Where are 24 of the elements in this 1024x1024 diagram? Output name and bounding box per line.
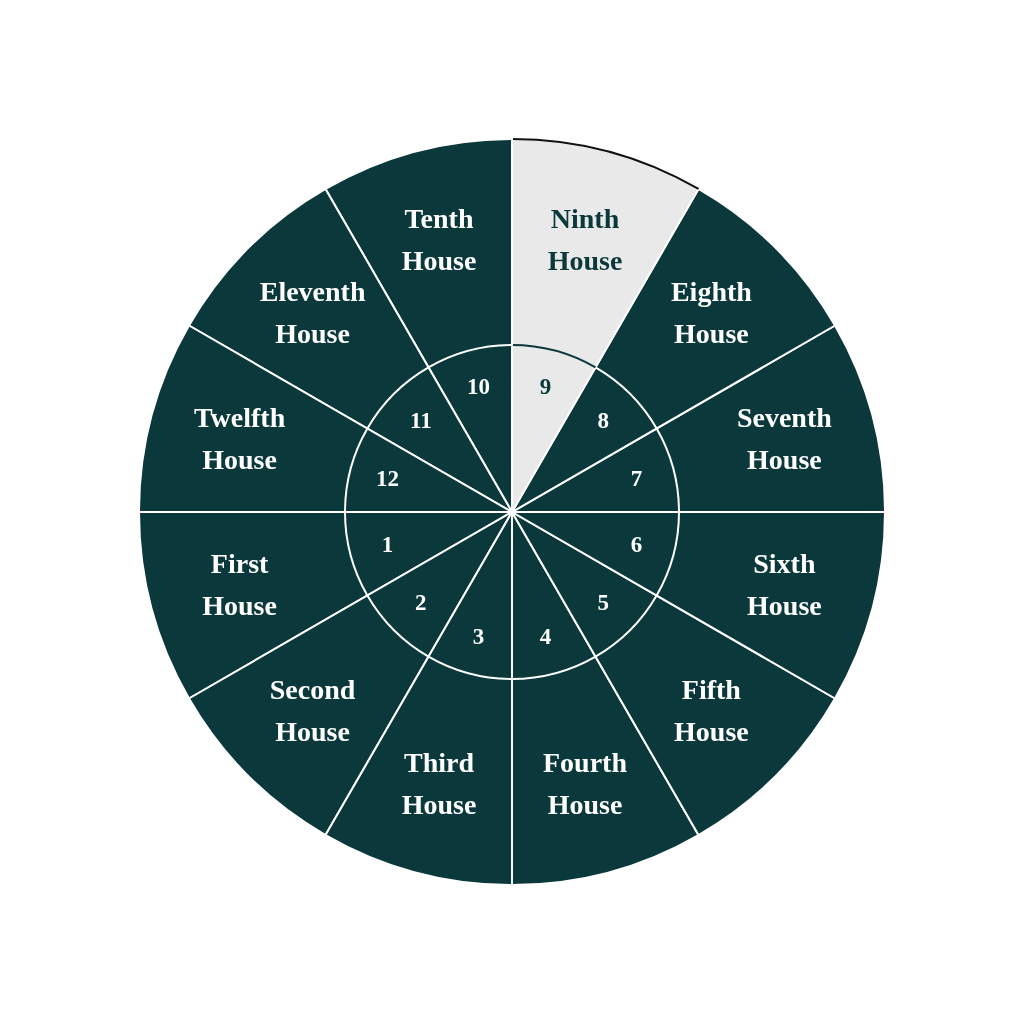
house-number: 2: [415, 590, 427, 617]
house-name: First House: [201, 547, 278, 623]
house-number: 10: [467, 374, 491, 401]
house-name: Twelfth House: [192, 401, 287, 477]
house-number: 12: [375, 465, 399, 492]
house-name: Ninth House: [546, 201, 624, 278]
house-number: 8: [597, 407, 609, 434]
house-name: Fifth House: [673, 673, 750, 750]
house-name: Second House: [268, 673, 357, 750]
house-number: 6: [630, 532, 643, 559]
house-number: 1: [381, 532, 394, 559]
house-number: 3: [472, 623, 485, 650]
house-number: 11: [409, 407, 432, 434]
house-number: 5: [597, 590, 609, 617]
house-number: 4: [539, 623, 552, 650]
house-name: Eighth House: [669, 274, 753, 351]
house-name: Tenth House: [400, 201, 478, 278]
house-name: Fourth House: [542, 746, 628, 823]
house-name: Seventh House: [735, 401, 833, 477]
house-name: Eleventh House: [258, 274, 367, 351]
house-name: Third House: [400, 746, 478, 823]
house-number: 7: [630, 465, 643, 492]
house-name: Sixth House: [746, 547, 823, 623]
house-number: 9: [539, 374, 552, 401]
